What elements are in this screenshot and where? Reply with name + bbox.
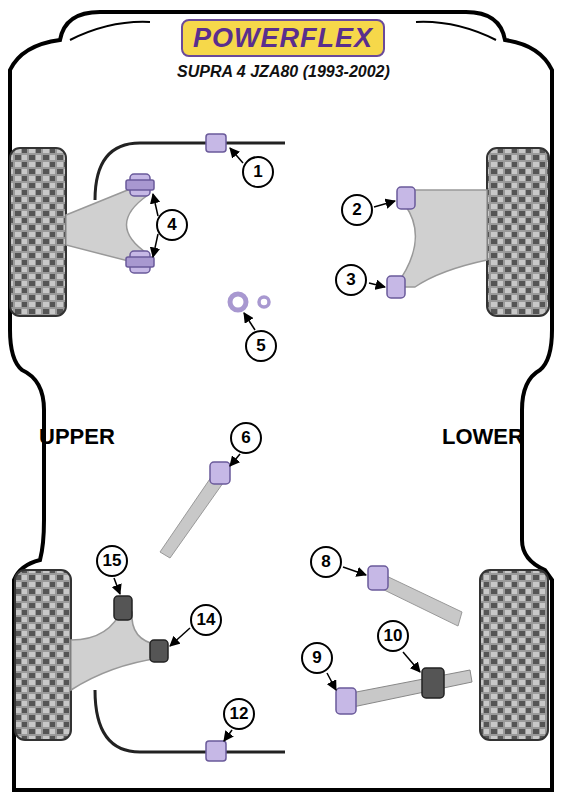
callout-number: 15 [96, 545, 128, 577]
diagram-title: SUPRA 4 JZA80 (1993-2002) [177, 63, 390, 81]
leader-lines [114, 148, 420, 741]
section-label: UPPER [39, 424, 115, 450]
callout-number: 1 [242, 156, 274, 188]
callout-number: 14 [190, 604, 222, 636]
car-outline [10, 12, 552, 790]
callout-number: 4 [156, 209, 188, 241]
bushes [126, 134, 415, 761]
callout-number: 12 [223, 698, 255, 730]
callout-number: 10 [377, 620, 409, 652]
callout-number: 3 [335, 264, 367, 296]
callout-number: 2 [341, 194, 373, 226]
brand-logo: POWERFLEX [181, 19, 385, 57]
callout-number: 6 [230, 422, 262, 454]
callout-number: 9 [301, 642, 333, 674]
section-label: LOWER [442, 424, 524, 450]
callout-number: 5 [245, 330, 277, 362]
callout-number: 8 [310, 546, 342, 578]
tyres [10, 148, 549, 740]
